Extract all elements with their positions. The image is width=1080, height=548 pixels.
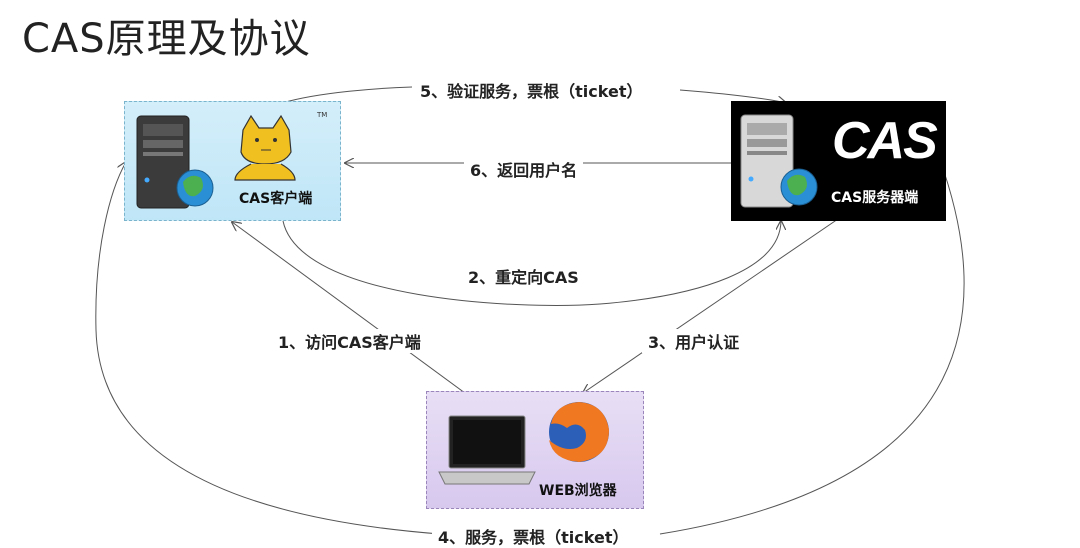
step-4-label: 4、服务，票根（ticket）: [432, 524, 635, 548]
server-icon: [740, 114, 794, 208]
cas-server-node: CAS服务器端: [731, 101, 946, 221]
step-5-label: 5、验证服务，票根（ticket）: [414, 78, 649, 102]
arrow-step-3: [583, 218, 839, 393]
cas-logo: CAS: [832, 112, 938, 170]
step-3-label: 3、用户认证: [642, 329, 746, 353]
cas-server-label: CAS服务器端: [831, 190, 919, 206]
firefox-icon: [549, 402, 609, 462]
arrow-step-1: [232, 222, 485, 408]
globe-icon: [780, 168, 818, 206]
web-browser-node: WEB浏览器: [426, 391, 644, 509]
arrow-step-2: [282, 221, 781, 306]
laptop-icon: [438, 415, 536, 485]
trademark-mark: TM: [317, 111, 328, 119]
server-icon: [136, 115, 190, 209]
cas-client-node: TM CAS客户端: [124, 101, 341, 221]
step-2-label: 2、重定向CAS: [462, 264, 585, 288]
tomcat-icon: [234, 114, 296, 181]
web-browser-label: WEB浏览器: [539, 483, 617, 499]
arrow-step-4: [95, 160, 965, 535]
step-1-label: 1、访问CAS客户端: [272, 329, 427, 353]
globe-icon: [176, 169, 214, 207]
cas-client-label: CAS客户端: [239, 191, 313, 207]
step-6-label: 6、返回用户名: [464, 157, 584, 181]
page-title: CAS原理及协议: [22, 16, 311, 62]
